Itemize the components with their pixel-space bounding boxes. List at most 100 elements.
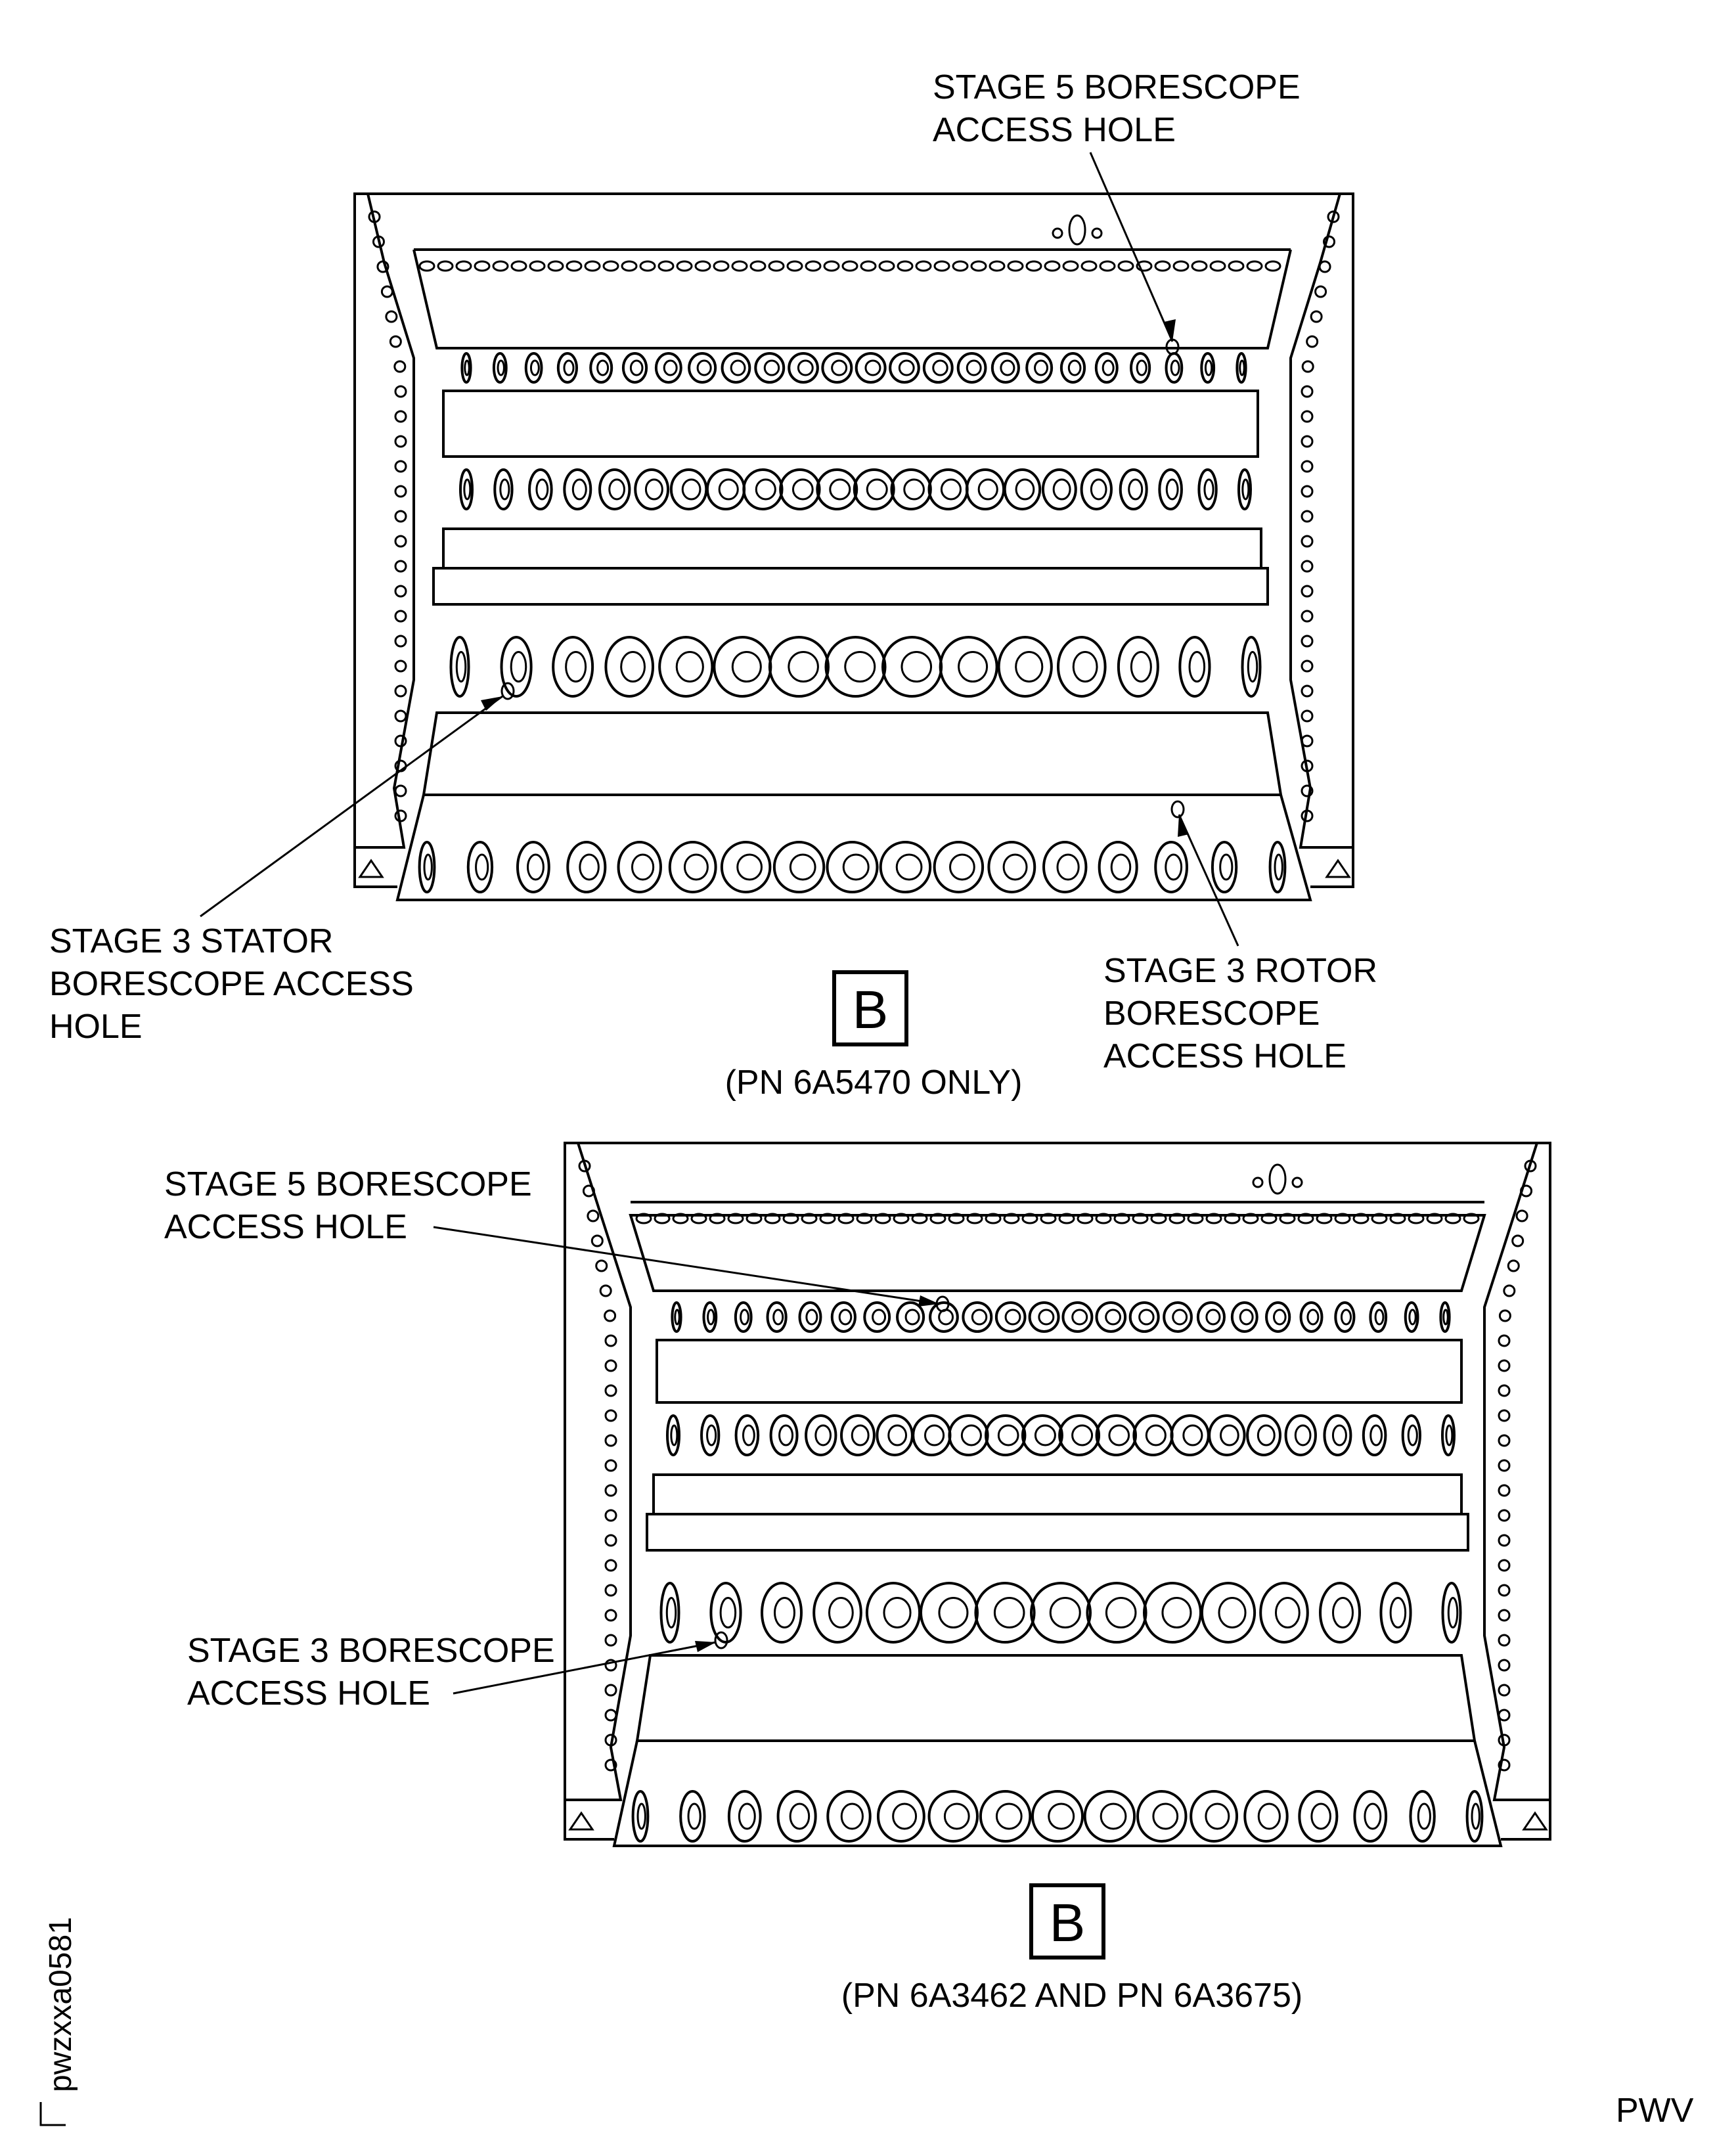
flange-hole [657,260,675,272]
flange-hole [492,260,509,272]
figure-id: pwzxxa0581 [39,1917,78,2126]
stage-4-hole [840,1414,876,1456]
bolt-hole [604,1734,617,1747]
stage-5-hole [734,1301,753,1333]
stage-5-hole [1299,1301,1324,1333]
flange-hole [1389,1213,1406,1224]
stage-3-rotor-hole [933,841,985,893]
stage-3-hole [709,1582,742,1644]
stage-4-hole [816,468,858,510]
flange-hole [768,260,785,272]
stage-2-hole [1353,1790,1388,1843]
stage-4-hole [1058,1414,1101,1456]
bolt-hole [394,809,407,822]
stage-3-rotor-hole [617,841,662,893]
upper-compressor-case [353,192,1354,901]
bolt-hole [1498,1359,1511,1372]
flange-hole [823,260,840,272]
stage-5-hole [671,1301,682,1333]
flange-hole [672,1213,689,1224]
stage-5-hole [621,352,648,384]
stage-5-hole [1235,352,1247,384]
bolt-hole [590,1234,604,1247]
flange-hole [948,1213,965,1224]
stage-5-hole [1128,1301,1160,1333]
stage-5-hole [990,352,1020,384]
stage-5-hole [798,1301,822,1333]
flange-hole [966,1213,983,1224]
lower-stage5-line2: ACCESS HOLE [164,1208,407,1246]
stage-4-hole [853,468,895,510]
flange-hole [1062,260,1079,272]
stage-5-hole [896,1301,925,1333]
lower-callout-stage5: STAGE 5 BORESCOPE ACCESS HOLE [164,1165,940,1307]
stage-5-hole [863,1301,891,1333]
stage-5-hole [589,352,613,384]
stage-3-stator-hole [768,636,830,698]
flange-hole [1007,260,1024,272]
flange-hole [746,1213,763,1224]
bolt-hole [1301,410,1314,423]
stage-3-hole [659,1582,680,1644]
bolt-hole [599,1284,612,1297]
flange-hole [749,260,767,272]
stage-5-hole [1230,1301,1258,1333]
bolt-hole [1301,510,1314,523]
stage-4-hole [459,468,474,510]
flange-hole [911,1213,928,1224]
stage-3-stator-hole [824,636,887,698]
bolt-hole [1503,1284,1516,1297]
flange-hole [1260,1213,1278,1224]
bolt-hole [604,1684,617,1697]
flange-hole [621,260,638,272]
flange-hole [731,260,748,272]
bolt-hole [1301,809,1314,822]
stage-3-access-hole [714,1631,728,1649]
bolt-hole [1498,1659,1511,1672]
stage-3-hole [865,1582,922,1644]
bolt-hole [394,585,407,598]
stage-3-stator-hole [939,636,998,698]
flange-hole [1191,260,1208,272]
stage-3-stator-hole [1241,636,1262,698]
bolt-hole [604,1509,617,1522]
stage-3-rotor-hole [668,841,717,893]
upper-view-label: B (PN 6A5470 ONLY) [725,970,1022,1102]
stage-5-hole [889,352,920,384]
stage-5-hole [556,352,578,384]
stage-5-hole [994,1301,1027,1333]
bolt-hole [1301,385,1314,398]
bolt-hole [1301,485,1314,498]
flange-hole [1426,1213,1443,1224]
bolt-hole [1301,635,1314,648]
flange-hole [1025,260,1042,272]
flange-hole [1264,260,1281,272]
stage-4-hole [1158,468,1183,510]
stage-5-hole [1094,352,1119,384]
stage-3-rotor-hole [1154,841,1188,893]
bolt-hole [372,235,385,248]
flange-hole [694,260,711,272]
stage-3-hole [1319,1582,1361,1644]
bolt-hole [1301,435,1314,448]
flange-hole [1352,1213,1369,1224]
stage-3-rotor-access-hole [1170,800,1185,818]
bolt-hole [604,1634,617,1647]
stage-5-hole [721,352,751,384]
bolt-hole [1524,1159,1537,1173]
lower-view-label: B (PN 6A3462 AND PN 6A3675) [841,1883,1302,2015]
stage-4-hole [598,468,631,510]
stage-3-stator-hole [1178,636,1211,698]
bolt-hole [394,510,407,523]
bolt-hole [595,1259,608,1272]
stage-2-hole [1298,1790,1339,1843]
flange-hole [1371,1213,1388,1224]
bolt-hole [1498,1409,1511,1422]
stage-5-hole [1095,1301,1127,1333]
bolt-hole [394,784,407,797]
stage-5-hole [702,1301,718,1333]
bolt-hole [604,1359,617,1372]
upper-stage5-line2: ACCESS HOLE [933,111,1176,149]
stage-5-hole [929,1301,959,1333]
stage-4-hole [1021,1414,1063,1456]
